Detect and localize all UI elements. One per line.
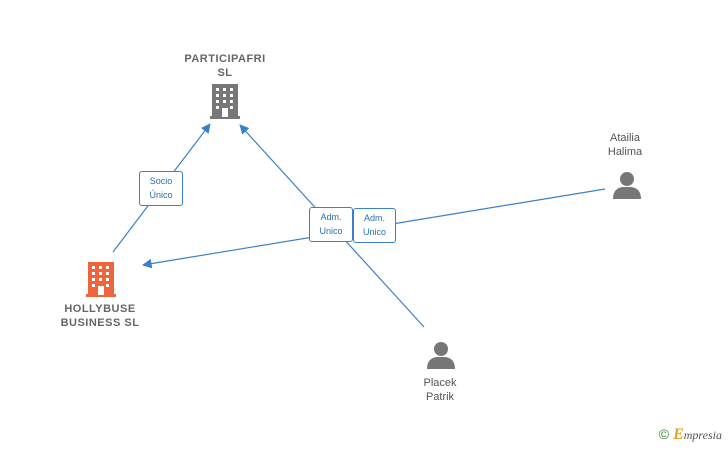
- edge-label-line1: Socio: [149, 176, 173, 186]
- edge-label-line2: Unico: [362, 227, 386, 237]
- empresia-watermark: ©Empresia: [659, 426, 722, 444]
- copyright-symbol: ©: [658, 426, 670, 442]
- edge-label-line2: Único: [149, 190, 173, 200]
- node-label-atailia: Atailia Halima: [607, 132, 643, 158]
- building-icon[interactable]: [210, 84, 240, 119]
- edge-label-socio-unico[interactable]: Socio Único: [139, 171, 183, 206]
- edge-label-line1: Adm.: [363, 213, 385, 223]
- person-icon[interactable]: [613, 172, 641, 199]
- building-icon[interactable]: [86, 262, 116, 297]
- edge-label-adm-unico[interactable]: Adm. Unico: [353, 208, 396, 243]
- brand-initial: E: [673, 426, 684, 443]
- node-label-hollybuse: HOLLYBUSE BUSINESS SL: [60, 303, 140, 329]
- node-label-participafri: PARTICIPAFRI SL: [184, 53, 266, 79]
- node-label-placek: Placek Patrik: [423, 377, 457, 403]
- brand-name: mpresia: [683, 428, 722, 442]
- edge-label-line1: Adm.: [320, 212, 342, 222]
- person-icon[interactable]: [427, 342, 455, 369]
- edge-label-adm-unico[interactable]: Adm. Unico: [309, 207, 353, 242]
- edge-label-line2: Unico: [319, 226, 343, 236]
